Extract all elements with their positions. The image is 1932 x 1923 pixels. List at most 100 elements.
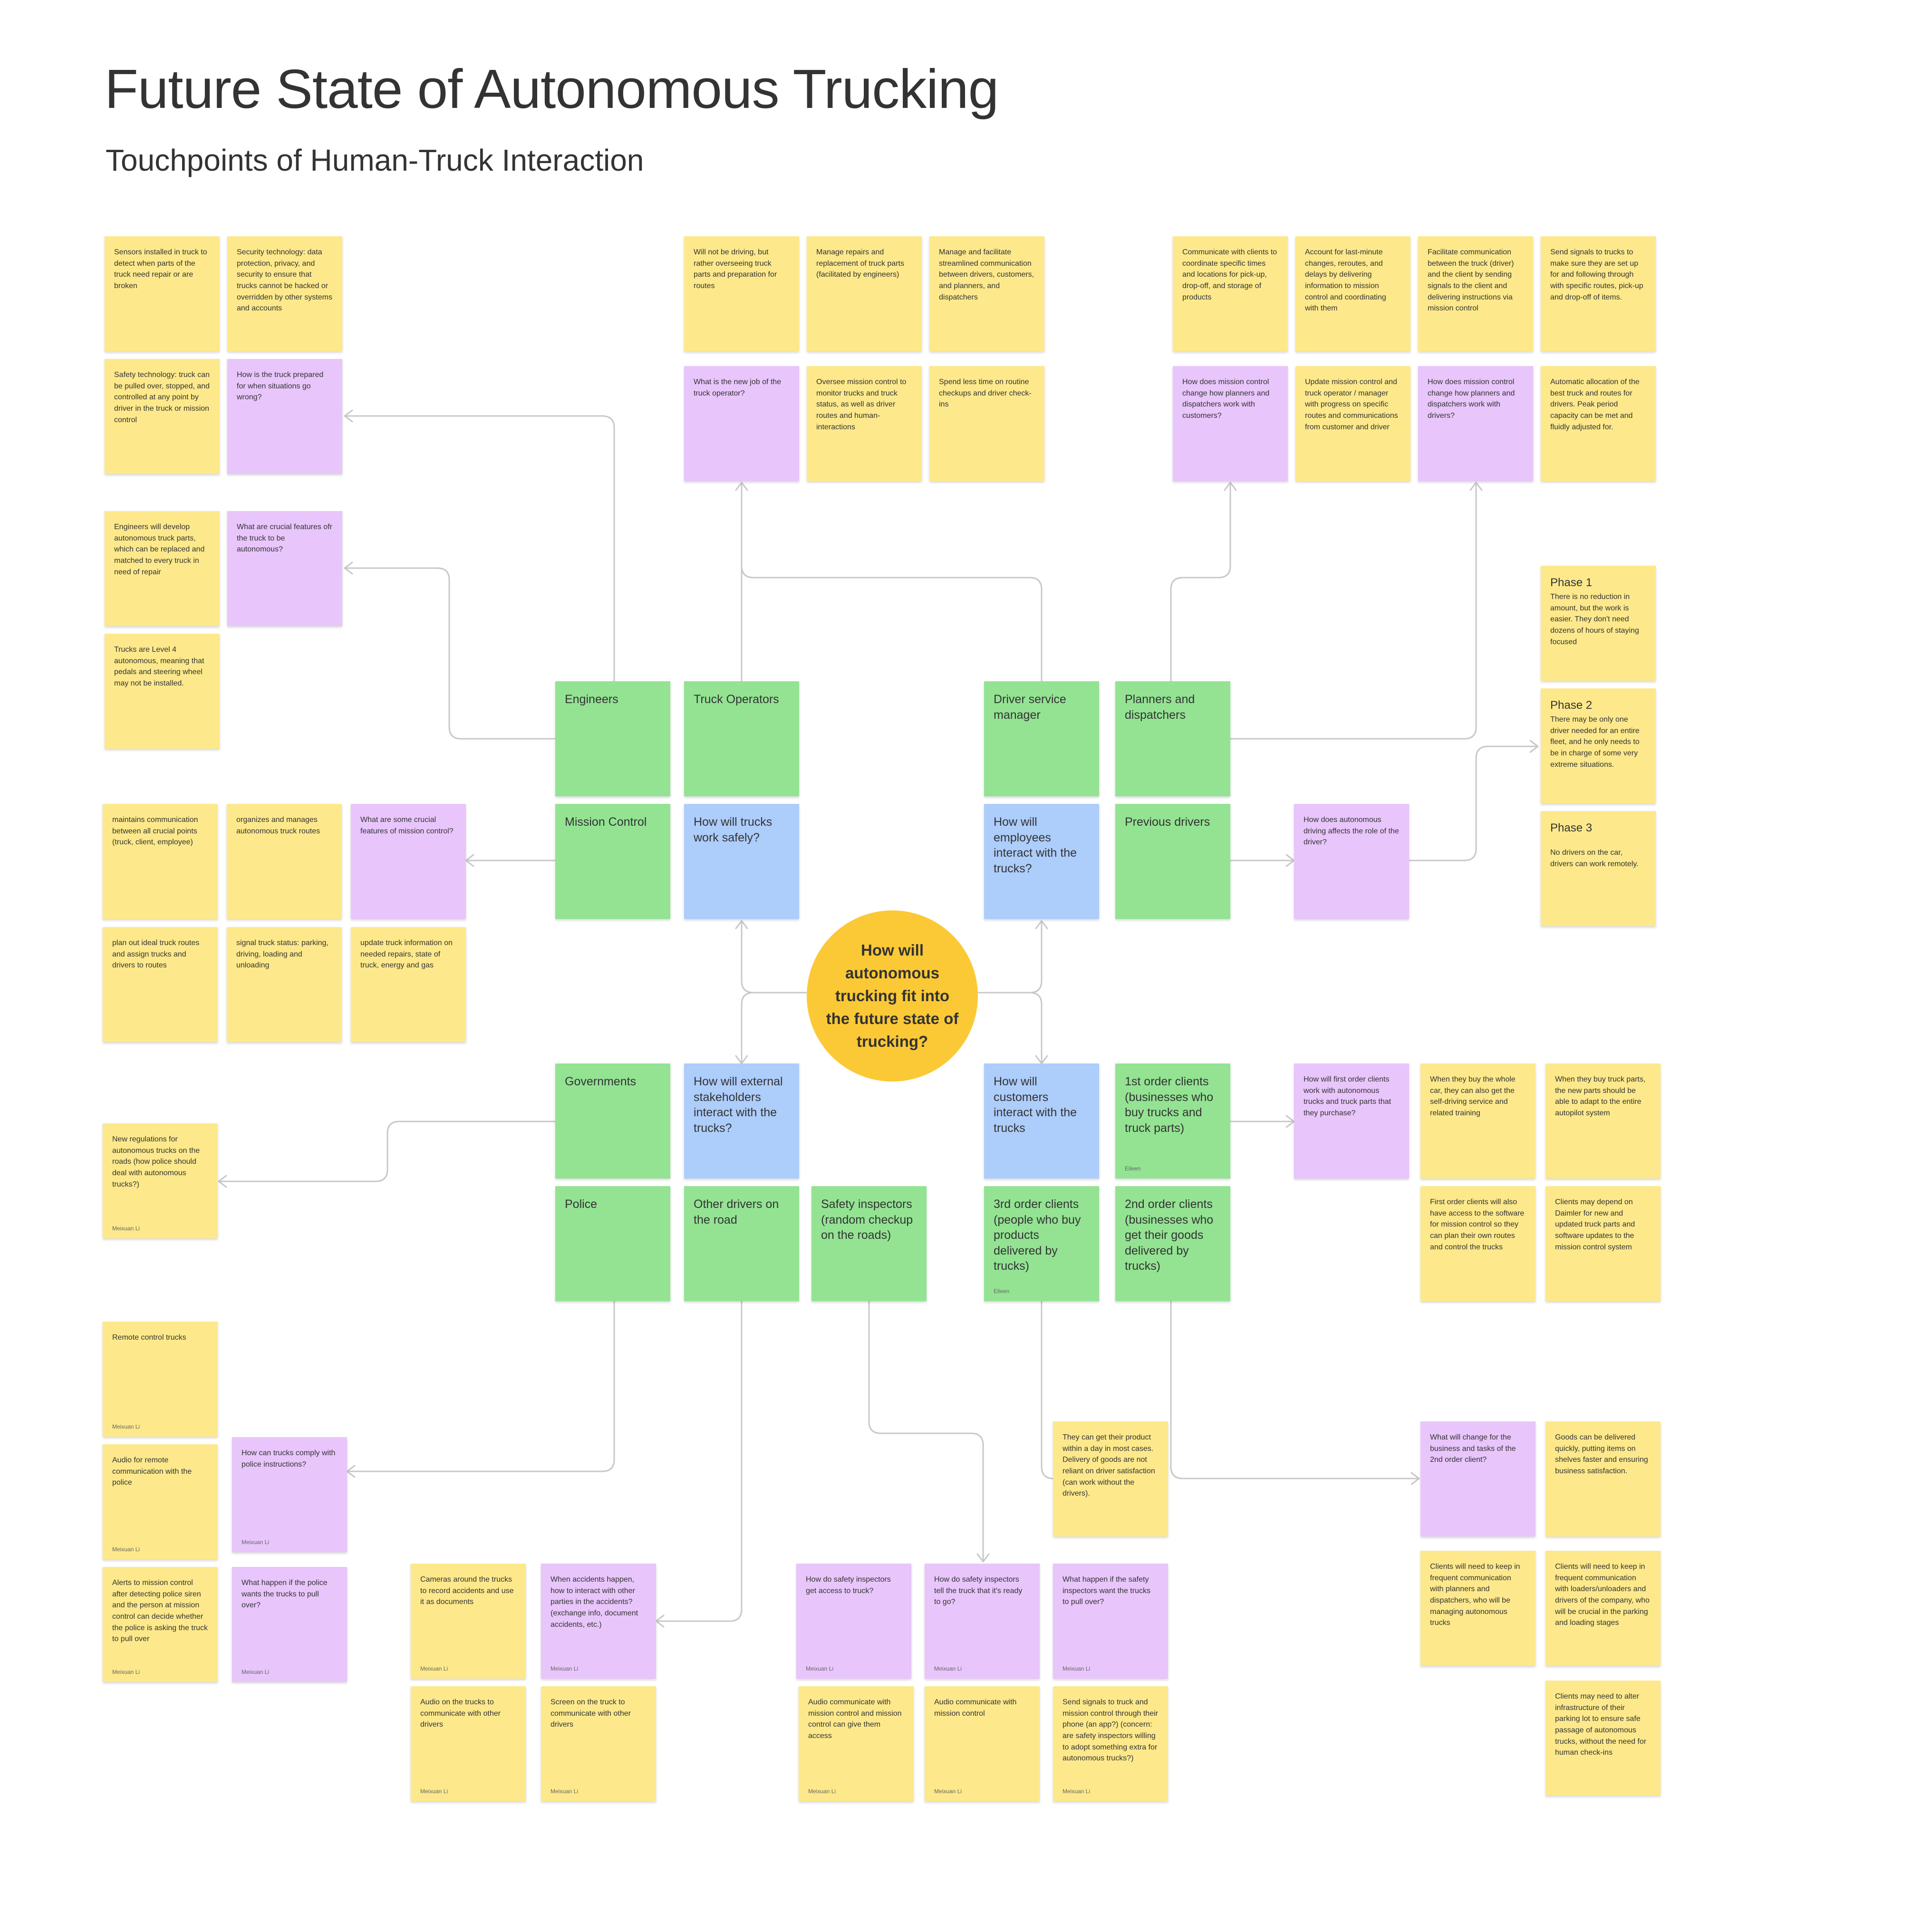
author-label: Meixuan Li	[420, 1665, 448, 1672]
sticky-note-safety-technology[interactable]: Safety technology: truck can be pulled o…	[105, 359, 220, 474]
arrowhead-business	[1410, 1472, 1420, 1485]
sticky-note-security-technology[interactable]: Security technology: data protection, pr…	[227, 236, 342, 351]
sticky-note-driver-role-question[interactable]: How does autonomous driving affects the …	[1294, 804, 1409, 919]
question-trucks-work-safely[interactable]: How will trucks work safely?	[684, 804, 799, 919]
sticky-note-mission-control-features-question[interactable]: What are some crucial features of missio…	[351, 804, 466, 919]
sticky-note-police-pull-over-question[interactable]: What happen if the police wants the truc…	[232, 1567, 347, 1682]
connector-2nd-order-to-business	[1170, 1301, 1419, 1479]
arrowhead-employees	[1035, 920, 1048, 929]
author-label: Meixuan Li	[112, 1669, 140, 1675]
sticky-note-customers-question[interactable]: How does mission control change how plan…	[1173, 366, 1288, 481]
sticky-note-audio-drivers[interactable]: Audio on the trucks to communicate with …	[411, 1686, 526, 1801]
author-label: Meixuan Li	[242, 1539, 270, 1546]
arrowhead-drivers-q	[1469, 482, 1483, 491]
category-2nd-order-clients[interactable]: 2nd order clients (businesses who get th…	[1115, 1186, 1230, 1301]
sticky-note-inspectors-phone-app[interactable]: Send signals to truck and mission contro…	[1053, 1686, 1168, 1801]
sticky-note-2nd-order-question[interactable]: What will change for the business and ta…	[1420, 1421, 1536, 1536]
sticky-note-inspectors-ready-question[interactable]: How do safety inspectors tell the truck …	[925, 1564, 1040, 1679]
central-question-text: How will autonomous trucking fit into th…	[826, 941, 959, 1050]
question-employees-interact[interactable]: How will employees interact with the tru…	[984, 804, 1099, 919]
sticky-note-1st-order-question[interactable]: How will first order clients work with a…	[1294, 1063, 1409, 1179]
sticky-note-goods-delivered-quickly[interactable]: Goods can be delivered quickly, putting …	[1546, 1421, 1661, 1536]
arrowhead-accidents	[655, 1614, 665, 1628]
connector-governments-to-regulations	[219, 1121, 555, 1182]
category-3rd-order-clients[interactable]: 3rd order clients (people who buy produc…	[984, 1186, 1099, 1301]
sticky-note-truck-preparedness-question[interactable]: How is the truck prepared for when situa…	[227, 359, 342, 474]
central-question[interactable]: How will autonomous trucking fit into th…	[807, 910, 978, 1082]
author-label: Meixuan Li	[551, 1665, 579, 1672]
category-engineers[interactable]: Engineers	[555, 681, 670, 796]
sticky-note-routine-checkups[interactable]: Spend less time on routine checkups and …	[929, 366, 1044, 481]
category-mission-control[interactable]: Mission Control	[555, 804, 670, 919]
connector-other-drivers-to-accidents	[656, 1301, 743, 1622]
sticky-note-crucial-features-question[interactable]: What are crucial features ofr the truck …	[227, 511, 342, 626]
sticky-note-mission-control-software[interactable]: First order clients will also have acces…	[1420, 1186, 1536, 1301]
sticky-note-oversee-mission-control[interactable]: Oversee mission control to monitor truck…	[807, 366, 922, 481]
sticky-note-streamlined-communication[interactable]: Manage and facilitate streamlined commun…	[929, 236, 1044, 351]
sticky-note-sensors[interactable]: Sensors installed in truck to detect whe…	[105, 236, 220, 351]
sticky-note-alter-infrastructure[interactable]: Clients may need to alter infrastructure…	[1546, 1681, 1661, 1796]
category-safety-inspectors[interactable]: Safety inspectors (random checkup on the…	[811, 1186, 927, 1301]
sticky-note-police-comply-question[interactable]: How can trucks comply with police instru…	[232, 1437, 347, 1552]
sticky-note-automatic-allocation[interactable]: Automatic allocation of the best truck a…	[1541, 366, 1656, 481]
sticky-note-audio-police[interactable]: Audio for remote communication with the …	[103, 1444, 218, 1559]
category-previous-drivers[interactable]: Previous drivers	[1115, 804, 1230, 919]
author-label: Meixuan Li	[1063, 1788, 1091, 1795]
sticky-note-communicate-loaders[interactable]: Clients will need to keep in frequent co…	[1546, 1551, 1661, 1666]
sticky-note-level4-autonomy[interactable]: Trucks are Level 4 autonomous, meaning t…	[105, 634, 220, 749]
sticky-note-update-mission-control[interactable]: Update mission control and truck operato…	[1295, 366, 1410, 481]
sticky-note-update-truck-info[interactable]: update truck information on needed repai…	[351, 927, 466, 1042]
sticky-note-signal-truck-status[interactable]: signal truck status: parking, driving, l…	[227, 927, 342, 1042]
sticky-note-engineer-parts[interactable]: Engineers will develop autonomous truck …	[105, 511, 220, 626]
sticky-note-next-day-delivery[interactable]: They can get their product within a day …	[1053, 1421, 1168, 1536]
category-police[interactable]: Police	[555, 1186, 670, 1301]
question-external-stakeholders[interactable]: How will external stakeholders interact …	[684, 1063, 799, 1179]
sticky-note-plan-routes[interactable]: plan out ideal truck routes and assign t…	[103, 927, 218, 1042]
question-customers-interact[interactable]: How will customers interact with the tru…	[984, 1063, 1099, 1179]
sticky-note-truck-parts-adapt[interactable]: When they buy truck parts, the new parts…	[1546, 1063, 1661, 1179]
sticky-note-inspectors-pull-over-question[interactable]: What happen if the safety inspectors wan…	[1053, 1564, 1168, 1679]
author-label: Meixuan Li	[112, 1546, 140, 1553]
sticky-note-new-regulations[interactable]: New regulations for autonomous trucks on…	[103, 1123, 218, 1238]
sticky-note-depend-on-daimler[interactable]: Clients may depend on Daimler for new an…	[1546, 1186, 1661, 1301]
connector-engineers-to-preparedness	[345, 415, 615, 681]
category-1st-order-clients[interactable]: 1st order clients (businesses who buy tr…	[1115, 1063, 1230, 1179]
sticky-note-maintains-communication[interactable]: maintains communication between all cruc…	[103, 804, 218, 919]
category-driver-service-manager[interactable]: Driver service manager	[984, 681, 1099, 796]
sticky-note-new-job-question[interactable]: What is the new job of the truck operato…	[684, 366, 799, 481]
sticky-note-send-signals[interactable]: Send signals to trucks to make sure they…	[1541, 236, 1656, 351]
author-label: Meixuan Li	[934, 1665, 962, 1672]
author-label: Meixuan Li	[551, 1788, 579, 1795]
author-label: Meixuan Li	[112, 1423, 140, 1430]
arrowhead-phase2	[1529, 740, 1539, 753]
category-governments[interactable]: Governments	[555, 1063, 670, 1179]
sticky-note-communicate-clients[interactable]: Communicate with clients to coordinate s…	[1173, 236, 1288, 351]
connector-3rd-order-to-delivery	[1041, 1301, 1054, 1479]
sticky-note-siren-alerts[interactable]: Alerts to mission control after detectin…	[103, 1567, 218, 1682]
sticky-note-manage-repairs[interactable]: Manage repairs and replacement of truck …	[807, 236, 922, 351]
connector-inspectors-to-ready	[868, 1301, 984, 1562]
category-planners-dispatchers[interactable]: Planners and dispatchers	[1115, 681, 1230, 796]
sticky-note-last-minute-changes[interactable]: Account for last-minute changes, reroute…	[1295, 236, 1410, 351]
arrowhead-features	[344, 561, 353, 575]
sticky-note-screen-drivers[interactable]: Screen on the truck to communicate with …	[541, 1686, 656, 1801]
sticky-note-communicate-planners[interactable]: Clients will need to keep in frequent co…	[1420, 1551, 1536, 1666]
sticky-note-organizes-routes[interactable]: organizes and manages autonomous truck r…	[227, 804, 342, 919]
sticky-note-facilitate-truck-client[interactable]: Facilitate communication between the tru…	[1418, 236, 1533, 351]
sticky-note-overseeing-parts[interactable]: Will not be driving, but rather overseei…	[684, 236, 799, 351]
connector-center-to-trucks-safety	[741, 921, 807, 994]
sticky-note-inspectors-access-question[interactable]: How do safety inspectors get access to t…	[796, 1564, 911, 1679]
sticky-note-cameras[interactable]: Cameras around the trucks to record acci…	[411, 1564, 526, 1679]
sticky-note-drivers-question[interactable]: How does mission control change how plan…	[1418, 366, 1533, 481]
category-other-drivers[interactable]: Other drivers on the road	[684, 1186, 799, 1301]
category-truck-operators[interactable]: Truck Operators	[684, 681, 799, 796]
sticky-note-inspectors-audio-access[interactable]: Audio communicate with mission control a…	[799, 1686, 914, 1801]
sticky-note-accidents-question[interactable]: When accidents happen, how to interact w…	[541, 1564, 656, 1679]
sticky-note-self-driving-service[interactable]: When they buy the whole car, they can al…	[1420, 1063, 1536, 1179]
